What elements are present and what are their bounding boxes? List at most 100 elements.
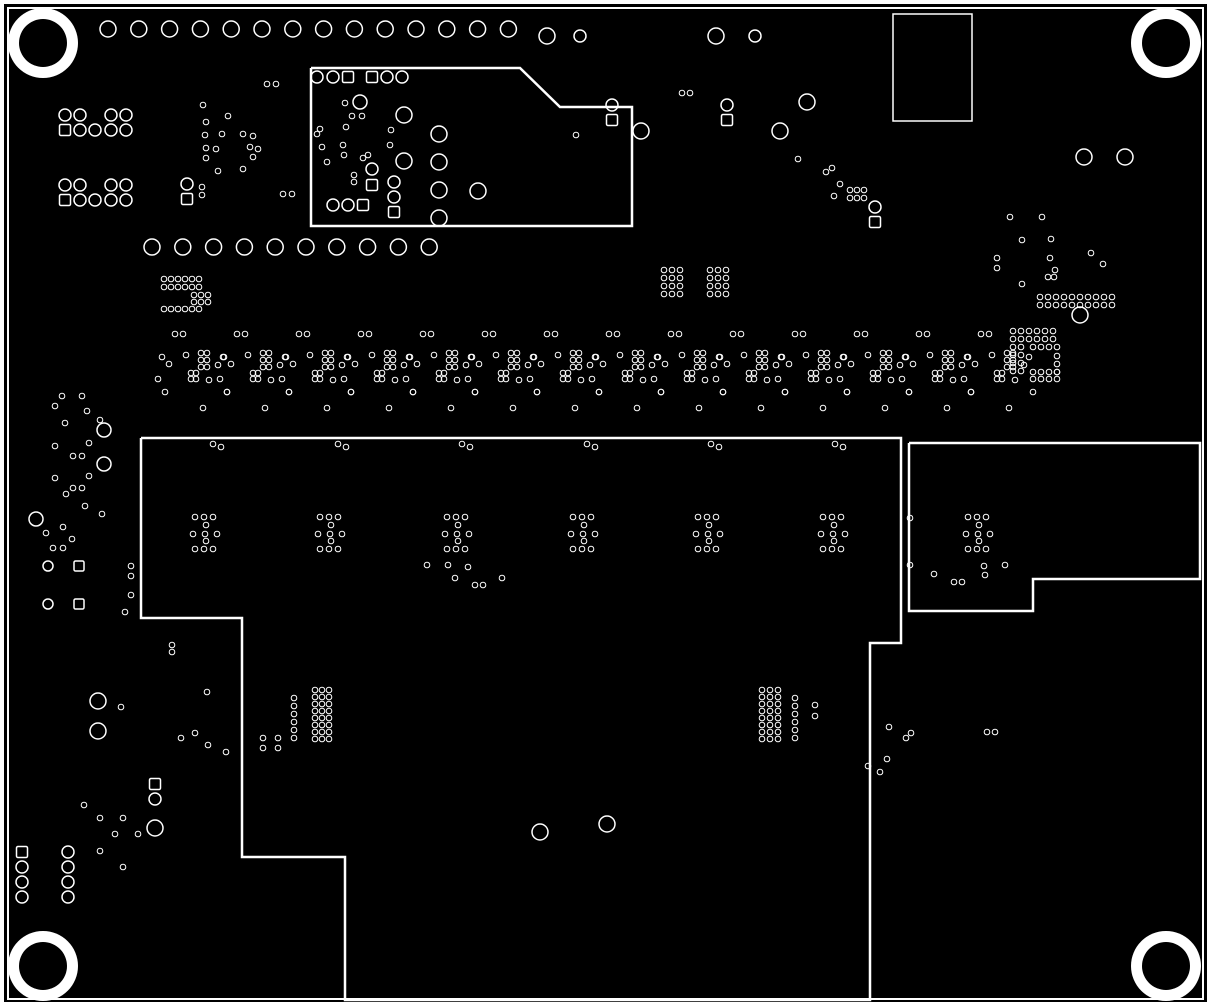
- via: [216, 375, 224, 383]
- via: [202, 154, 210, 162]
- via: [812, 375, 820, 383]
- via: [290, 694, 298, 702]
- via: [633, 404, 641, 412]
- via: [1029, 375, 1037, 383]
- via: [78, 392, 86, 400]
- header-pin: [438, 20, 456, 38]
- board-substrate: [4, 4, 1207, 1002]
- via: [791, 718, 799, 726]
- via: [191, 513, 199, 521]
- via: [537, 360, 545, 368]
- via: [443, 513, 451, 521]
- via: [977, 330, 985, 338]
- pad: [395, 106, 413, 124]
- square-pad: [148, 777, 162, 791]
- via: [716, 530, 724, 538]
- via: [318, 700, 326, 708]
- pad: [73, 193, 87, 207]
- via: [316, 545, 324, 553]
- via: [454, 537, 462, 545]
- via: [342, 123, 350, 131]
- via: [654, 353, 662, 361]
- via: [334, 513, 342, 521]
- pad: [88, 123, 102, 137]
- via: [204, 298, 212, 306]
- pad: [326, 70, 340, 84]
- via: [737, 330, 745, 338]
- via: [1029, 343, 1037, 351]
- pad: [430, 153, 448, 171]
- pad: [605, 98, 619, 112]
- via: [204, 741, 212, 749]
- via: [61, 419, 69, 427]
- via: [712, 375, 720, 383]
- via: [325, 693, 333, 701]
- pad: [469, 182, 487, 200]
- via: [413, 360, 421, 368]
- pad: [96, 422, 112, 438]
- via: [127, 591, 135, 599]
- via: [452, 545, 460, 553]
- via: [774, 700, 782, 708]
- pad: [61, 845, 75, 859]
- via: [864, 762, 872, 770]
- via: [887, 376, 895, 384]
- via: [249, 132, 257, 140]
- via: [241, 330, 249, 338]
- via: [626, 375, 634, 383]
- via: [822, 168, 830, 176]
- header-pin: [204, 238, 223, 256]
- via: [209, 513, 217, 521]
- via: [42, 529, 50, 537]
- via: [209, 545, 217, 553]
- via: [189, 530, 197, 538]
- square-pad: [58, 123, 72, 137]
- via: [295, 330, 303, 338]
- via: [678, 89, 686, 97]
- pad: [380, 70, 394, 84]
- via: [199, 404, 207, 412]
- via: [303, 330, 311, 338]
- square-pad: [180, 192, 194, 206]
- via: [1025, 327, 1033, 335]
- via: [699, 349, 707, 357]
- via: [947, 363, 955, 371]
- via: [577, 376, 585, 384]
- via: [1045, 375, 1053, 383]
- via: [318, 693, 326, 701]
- header-pin: [328, 238, 346, 256]
- via: [69, 484, 77, 492]
- via: [325, 714, 333, 722]
- via: [551, 330, 559, 338]
- via: [774, 735, 782, 743]
- via: [885, 363, 893, 371]
- via: [327, 356, 335, 364]
- via: [274, 744, 282, 752]
- via: [830, 537, 838, 545]
- via: [481, 330, 489, 338]
- via: [389, 356, 397, 364]
- via: [96, 847, 104, 855]
- via: [290, 726, 298, 734]
- via: [930, 570, 938, 578]
- via: [836, 180, 844, 188]
- via: [385, 404, 393, 412]
- pad: [15, 860, 29, 874]
- via: [368, 351, 376, 359]
- via: [960, 375, 968, 383]
- via: [327, 521, 335, 529]
- via: [325, 735, 333, 743]
- via: [668, 290, 676, 298]
- via: [454, 521, 462, 529]
- via: [766, 714, 774, 722]
- square-pad: [387, 205, 401, 219]
- via: [791, 702, 799, 710]
- square-pad: [356, 198, 370, 212]
- via: [958, 361, 966, 369]
- via: [447, 404, 455, 412]
- pad: [720, 98, 734, 112]
- via: [423, 561, 431, 569]
- via: [1053, 368, 1061, 376]
- via: [85, 472, 93, 480]
